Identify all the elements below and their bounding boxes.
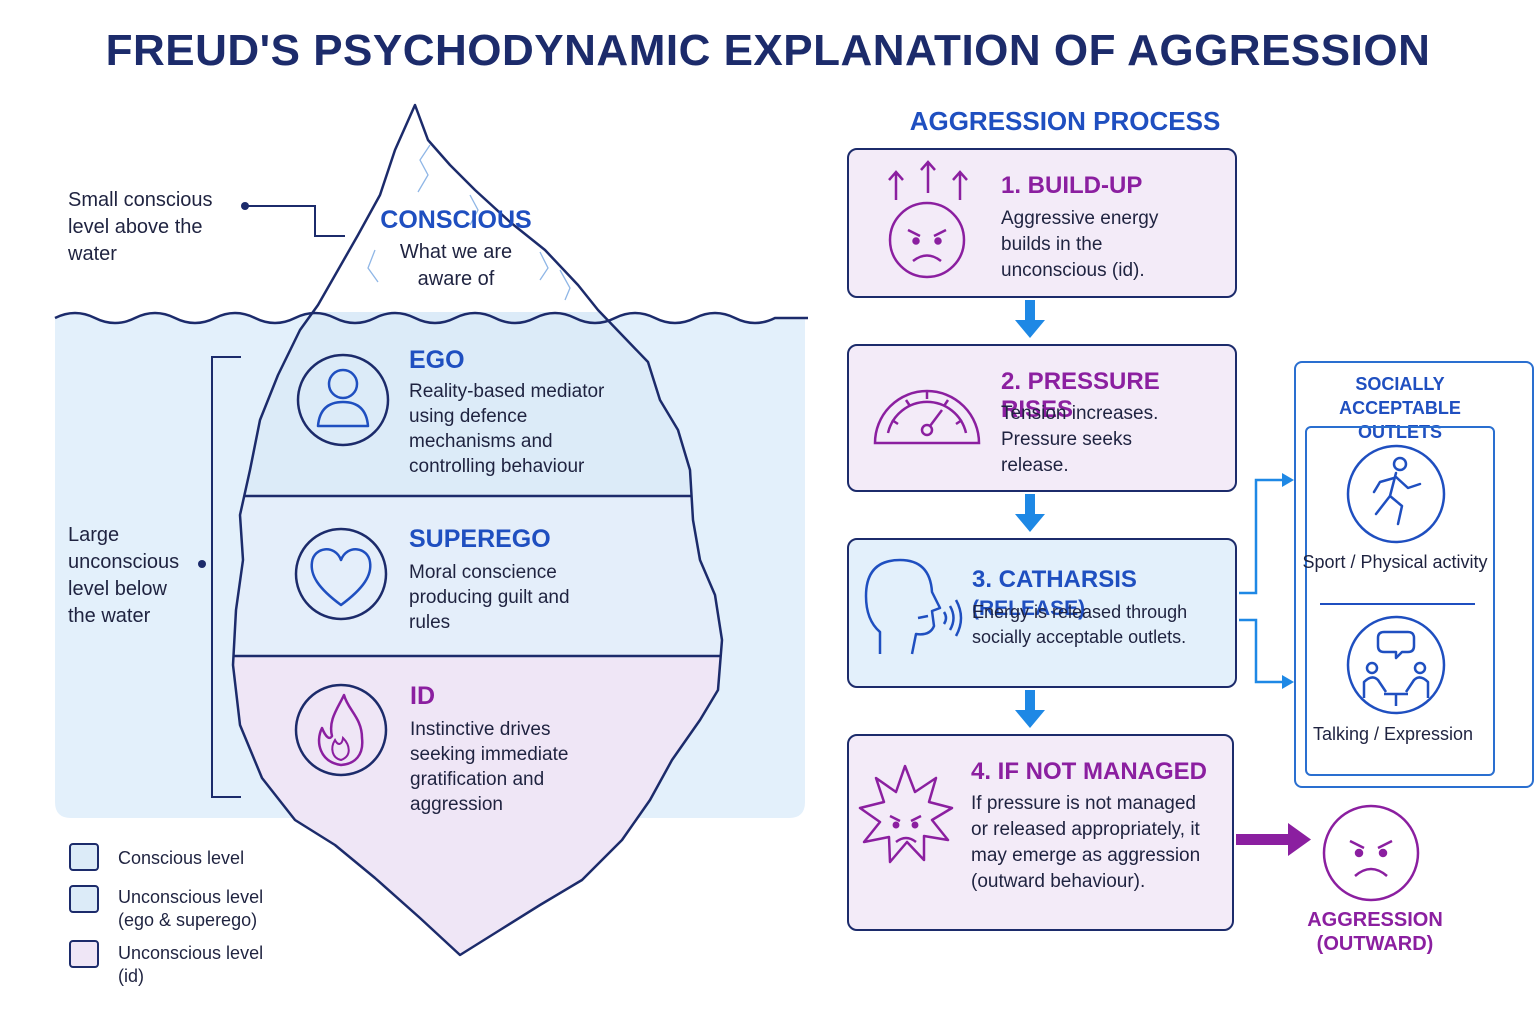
superego-title: SUPEREGO	[409, 525, 551, 553]
legend-swatch-conscious	[69, 843, 99, 871]
outlet-label-talking: Talking / Expression	[1312, 724, 1474, 744]
id-title: ID	[410, 682, 435, 710]
step-title: 1. BUILD-UP	[1001, 172, 1143, 199]
legend-label-unconscious: Unconscious level (ego & superego)	[118, 887, 264, 930]
water-line	[54, 311, 808, 325]
id-text: Instinctive drives seeking immediate gra…	[410, 719, 569, 815]
conscious-note: Small conscious level above the water	[68, 189, 213, 265]
superego-text: Moral conscience producing guilt and rul…	[409, 562, 570, 633]
iceberg-outline	[231, 103, 724, 957]
step-if-not-managed: 4. IF NOT MANAGED If pressure is not man…	[847, 734, 1234, 931]
step-catharsis: 3. CATHARSIS (RELEASE) Energy is release…	[847, 538, 1237, 688]
step-text: Aggressive energy builds in the unconsci…	[1001, 208, 1159, 281]
step-title-main: 3. CATHARSIS	[972, 566, 1137, 593]
legend-swatch-id	[69, 940, 99, 968]
outlets-panel	[1294, 361, 1534, 788]
step-text: Energy is released through socially acce…	[972, 602, 1188, 647]
unconscious-note: Large unconscious level below the water	[68, 524, 180, 627]
step-title: 3. CATHARSIS (RELEASE)	[972, 566, 1235, 622]
heart-icon	[294, 527, 388, 621]
outlets-inner-panel	[1305, 426, 1495, 776]
step-text: If pressure is not managed or released a…	[971, 793, 1201, 892]
ego-title: EGO	[409, 346, 465, 374]
step-title-sub: (RELEASE)	[972, 597, 1086, 620]
process-title: AGGRESSION PROCESS	[909, 106, 1221, 136]
step-build-up: 1. BUILD-UP Aggressive energy builds in …	[847, 148, 1237, 298]
step-title: 4. IF NOT MANAGED	[971, 758, 1208, 785]
step-pressure-rises: 2. PRESSURE RISES Tension increases. Pre…	[847, 344, 1237, 492]
step-text: Tension increases. Pressure seeks releas…	[1001, 403, 1159, 476]
outlet-label-sport: Sport / Physical activity	[1302, 552, 1488, 572]
legend-label-conscious: Conscious level	[118, 848, 245, 868]
ego-text: Reality-based mediator using defence mec…	[409, 381, 605, 477]
person-icon	[296, 353, 390, 447]
flame-icon	[294, 683, 388, 777]
step-title: 2. PRESSURE RISES	[1001, 368, 1160, 423]
aggression-outward-label: AGGRESSION (OUTWARD)	[1307, 909, 1443, 955]
conscious-title: CONSCIOUS	[380, 206, 532, 234]
page-title: FREUD'S PSYCHODYNAMIC EXPLANATION OF AGG…	[105, 26, 1431, 75]
legend-label-id: Unconscious level (id)	[118, 943, 264, 986]
legend-swatch-unconscious	[69, 885, 99, 913]
conscious-text: What we are aware of	[399, 241, 513, 290]
